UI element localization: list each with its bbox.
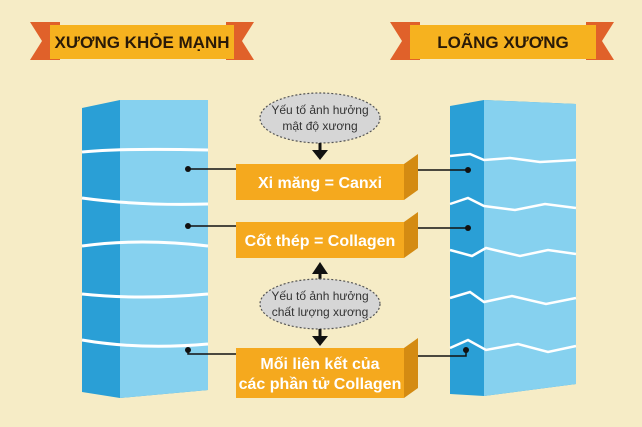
connector-dot [465,167,471,173]
left-banner: XƯƠNG KHỎE MẠNH [30,22,254,60]
top-arrow-down-icon [312,150,328,160]
box3-face [236,348,404,398]
top-factor-bubble: Yếu tố ảnh hưởng mật độ xương [259,92,381,160]
healthy-bone-stripe [81,147,209,154]
connectors [185,166,471,357]
cement-calcium-box: Xi măng = Canxi [236,154,418,200]
bottom-arrow-down-icon [312,336,328,346]
osteoporotic-bone-crack [449,290,577,306]
bottom-bubble-shape [259,278,381,330]
box2-label: Cốt thép = Collagen [245,233,396,250]
box3-label-line1: Mối liên kết của [260,356,379,373]
healthy-bone-side [120,100,208,398]
box2-side [404,212,418,258]
connector-dot [465,225,471,231]
healthy-bone-stripe [81,292,209,299]
osteoporotic-bone-crack [449,196,577,212]
connector-line [187,350,236,355]
healthy-bone-stripe [81,196,209,206]
healthy-bone-stripe [81,338,209,348]
top-bubble-shape [259,92,381,144]
collagen-bond-box: Mối liên kết của các phần tử Collagen [236,338,418,398]
top-bubble-line2: mật độ xương [282,119,357,133]
osteoporotic-bone-column [449,100,577,396]
healthy-bone-stripe [81,240,209,248]
right-banner-label: LOÃNG XƯƠNG [437,32,569,52]
box3-side [404,338,418,398]
box2-face [236,222,404,258]
osteoporotic-bone-crack [449,246,577,258]
top-bubble-line1: Yếu tố ảnh hưởng [271,103,368,117]
right-banner-body [410,25,596,59]
connector-dot [463,347,469,353]
bottom-factor-bubble: Yếu tố ảnh hưởng chất lượng xương [259,262,381,346]
box1-face [236,164,404,200]
bottom-arrow-up-icon [312,262,328,274]
left-banner-body [50,25,234,59]
box3-label-line2: các phần tử Collagen [239,376,402,393]
bottom-bubble-line1: Yếu tố ảnh hưởng [271,289,368,303]
left-banner-label: XƯƠNG KHỎE MẠNH [55,33,230,52]
bottom-bubble-line2: chất lượng xương [272,305,369,319]
right-banner: LOÃNG XƯƠNG [390,22,614,60]
osteoporotic-bone-crack [449,338,577,354]
osteoporotic-bone-side [484,100,576,396]
osteoporotic-bone-crack [449,152,577,164]
box1-label: Xi măng = Canxi [258,175,382,192]
box1-side [404,154,418,200]
healthy-bone-column [81,100,209,398]
rebar-collagen-box: Cốt thép = Collagen [236,212,418,258]
